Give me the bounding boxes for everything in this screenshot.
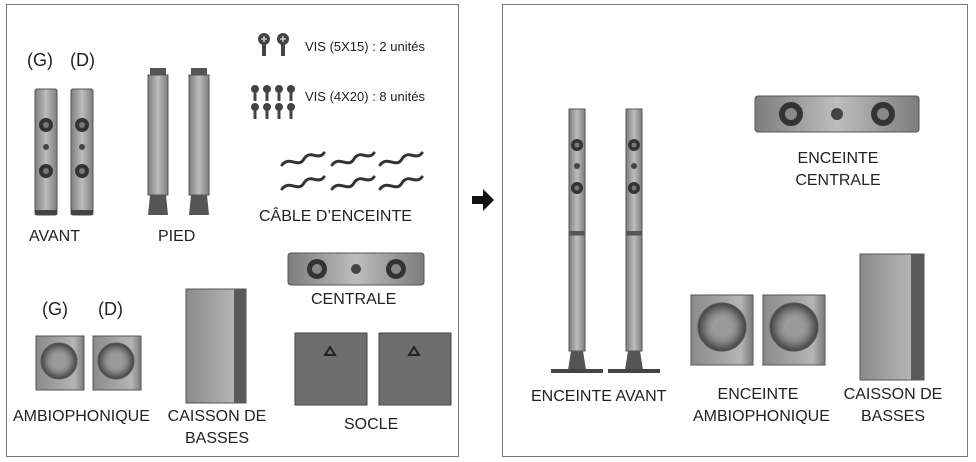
surround-left-label: (G): [42, 299, 68, 319]
assembled-surround-label-line2: AMBIOPHONIQUE: [693, 408, 830, 425]
screws-4x20-icon: [251, 85, 295, 119]
stand-label: PIED: [158, 228, 196, 245]
stand-right: [188, 68, 210, 215]
assembled-front-speaker-left: [551, 108, 603, 373]
surround-label: AMBIOPHONIQUE: [13, 408, 150, 425]
screws-5x15-label: VIS (5X15) : 2 unités: [305, 39, 425, 54]
base-label: SOCLE: [344, 416, 399, 433]
front-speaker-left: [34, 88, 58, 216]
assembled-subwoofer: [859, 253, 925, 381]
components-panel: (G) (D) AVANT PIED VIS (5X15) : 2 unités…: [6, 4, 459, 457]
speaker-cable-label: CÂBLE D’ENCEINTE: [259, 208, 412, 225]
assembled-illustration: [551, 95, 925, 381]
subwoofer-label-line2: BASSES: [184, 430, 250, 447]
assembled-front-label: ENCEINTE AVANT: [531, 388, 667, 405]
front-label: AVANT: [29, 228, 80, 245]
arrow-right-icon: [472, 189, 494, 211]
assembled-center-label-line1: ENCEINTE: [797, 150, 879, 167]
assembled-center-label-line2: CENTRALE: [795, 172, 881, 189]
subwoofer: [185, 288, 247, 404]
front-left-label: (G): [27, 50, 53, 70]
assembled-subwoofer-label-line2: BASSES: [860, 408, 926, 425]
subwoofer-label-line1: CAISSON DE: [167, 408, 267, 425]
surround-speaker-left: [35, 335, 85, 391]
assembled-subwoofer-label-line1: CAISSON DE: [843, 386, 943, 403]
front-speaker-right: [70, 88, 94, 216]
assembled-surround-left: [690, 294, 754, 366]
base-left: [294, 332, 368, 406]
surround-speaker-right: [92, 335, 142, 391]
screws-5x15-icon: [258, 33, 289, 56]
components-illustration: [34, 33, 452, 406]
assembled-center-speaker: [754, 95, 920, 133]
stand-left: [147, 68, 169, 215]
center-label: CENTRALE: [311, 291, 397, 308]
assembled-front-speaker-right: [608, 108, 660, 373]
front-right-label: (D): [70, 50, 95, 70]
assembled-surround-right: [762, 294, 826, 366]
center-speaker: [287, 252, 425, 286]
assembled-surround-label-line1: ENCEINTE: [717, 386, 799, 403]
screws-4x20-label: VIS (4X20) : 8 unités: [305, 89, 425, 104]
speaker-cable-icon: [280, 151, 424, 191]
surround-right-label: (D): [98, 299, 123, 319]
assembled-panel: ENCEINTE CENTRALE ENCEINTE AVANT ENCEINT…: [502, 4, 968, 457]
base-right: [378, 332, 452, 406]
